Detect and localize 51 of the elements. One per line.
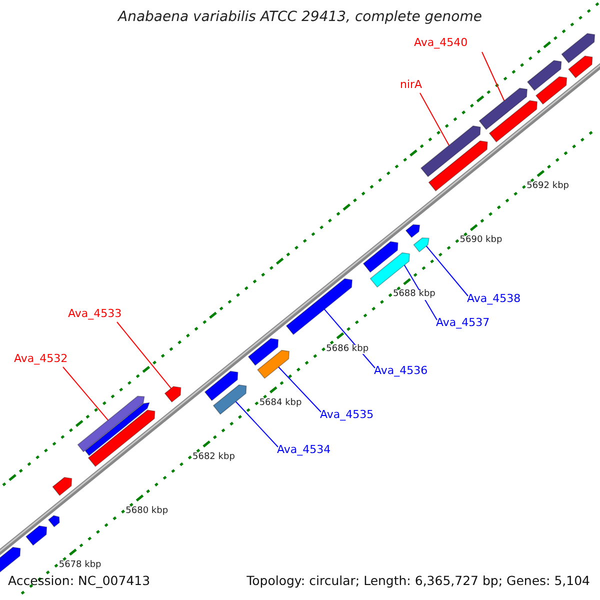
gene-feature [26,525,48,546]
scale-label: 5692 kbp [526,182,570,192]
scale-label: 5682 kbp [192,452,235,463]
scale-label: 5680 kbp [126,506,168,517]
gene-label: Ava_4540 [414,37,468,50]
leader-line [426,246,468,296]
gene-feature [561,33,596,64]
gene-feature [212,384,247,415]
gene-label: Ava_4537 [436,317,490,330]
gene-feature [84,402,150,456]
leader-line [116,322,172,389]
gene-feature [370,252,410,288]
gene-feature [413,238,430,252]
leader-line [235,401,278,448]
gene-label: Ava_4536 [374,365,428,378]
gene-feature [257,350,290,379]
gene-feature [405,224,420,238]
gene-feature [568,56,593,78]
scale-label: 5684 kbp [259,398,302,408]
leader-line [482,52,505,102]
gene-label: Ava_4532 [14,353,68,366]
gene-label: nirA [400,79,422,92]
gene-feature [248,338,279,366]
gene-feature [420,125,481,178]
gene-feature [362,241,398,273]
gene-label: Ava_4535 [320,409,374,422]
gene-feature [48,515,60,528]
leader-line [278,366,322,412]
summary-text: Topology: circular; Length: 6,365,727 bp; Genes: 5,104 [246,574,590,588]
gene-feature [526,60,562,91]
leader-line [420,92,450,146]
gene-feature [535,76,568,105]
scale-label: 5690 kbp [460,236,502,246]
gene-label: Ava_4533 [68,308,122,320]
gene-feature [204,370,238,402]
gene-feature [164,386,182,403]
gene-feature [478,88,528,130]
scale-label: 5686 kbp [326,344,369,354]
gene-feature [428,140,488,192]
gene-label: Ava_4534 [277,444,331,456]
gene-feature [77,396,145,452]
gene-feature [286,278,353,336]
gene-feature [88,410,156,467]
scale-label: 5688 kbp [392,290,436,300]
gene-feature [488,100,538,142]
title: Anabaena variabilis ATCC 29413, complete genome [116,10,483,26]
leader-line [62,366,109,421]
scale-label: 5678 kbp [58,560,102,571]
gene-label: Ava_4538 [467,293,521,306]
accession-text: Accession: NC_007413 [8,574,150,588]
gene-feature [52,476,72,496]
